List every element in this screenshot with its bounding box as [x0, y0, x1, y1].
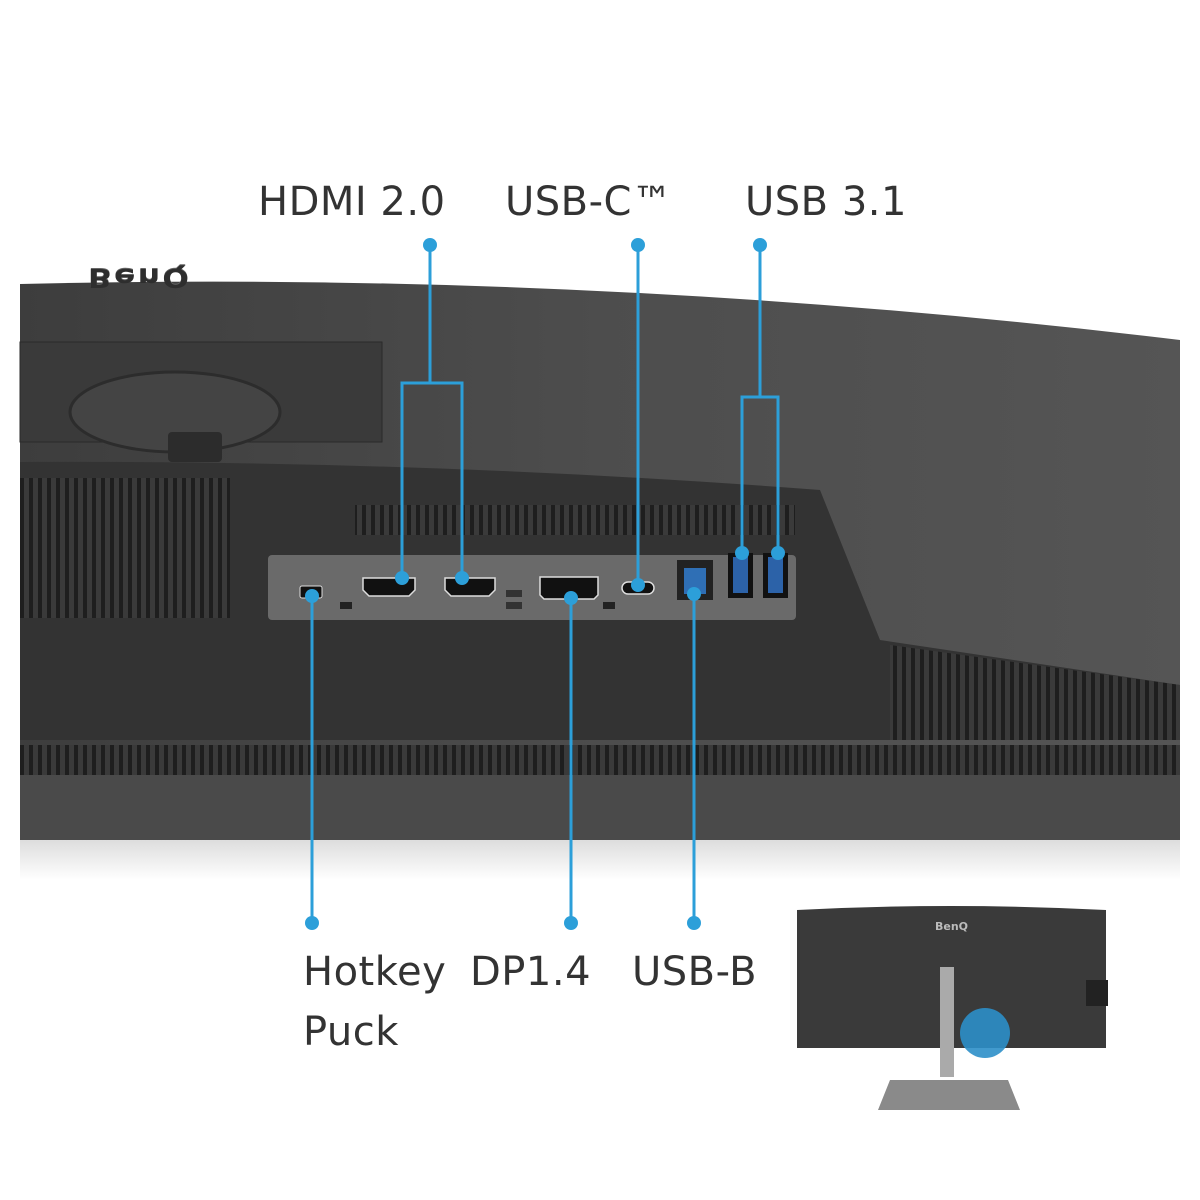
port-marker — [506, 602, 522, 609]
label-usb-b: USB-B — [632, 949, 758, 995]
usb-b-insert — [684, 568, 706, 594]
vent-bottom — [20, 745, 1180, 775]
callout-lines — [310, 245, 780, 923]
usb-a-insert — [733, 557, 748, 593]
displayport-port — [539, 576, 599, 600]
port-marker — [506, 590, 522, 597]
inset-monitor-thumbnail — [797, 906, 1108, 1110]
floor-shadow — [20, 840, 1180, 880]
label-hdmi: HDMI 2.0 — [258, 179, 446, 225]
label-usb-3-1: USB 3.1 — [745, 179, 907, 225]
callout-hdmi — [400, 245, 464, 578]
vent-top — [355, 505, 795, 535]
label-dp: DP1.4 — [470, 949, 592, 995]
label-puck: Puck — [303, 1009, 399, 1055]
usb-a-insert — [768, 557, 783, 593]
label-hotkey: Hotkey — [303, 949, 447, 995]
inset-highlight — [960, 1008, 1010, 1058]
vent-right — [890, 645, 1180, 740]
bottom-bezel — [20, 775, 1180, 840]
port-marker — [603, 602, 615, 609]
stand-latch — [168, 432, 222, 462]
vent-left — [20, 478, 230, 618]
hdmi-port-2 — [444, 577, 496, 597]
label-usb-c: USB-C™ — [505, 179, 673, 225]
port-panel — [268, 555, 796, 620]
benq-logo: BenQ — [88, 262, 192, 292]
benq-logo-inset: BenQ — [935, 920, 969, 933]
callout-dots — [305, 238, 785, 930]
callout-usb31 — [740, 245, 780, 553]
port-marker — [340, 602, 352, 609]
